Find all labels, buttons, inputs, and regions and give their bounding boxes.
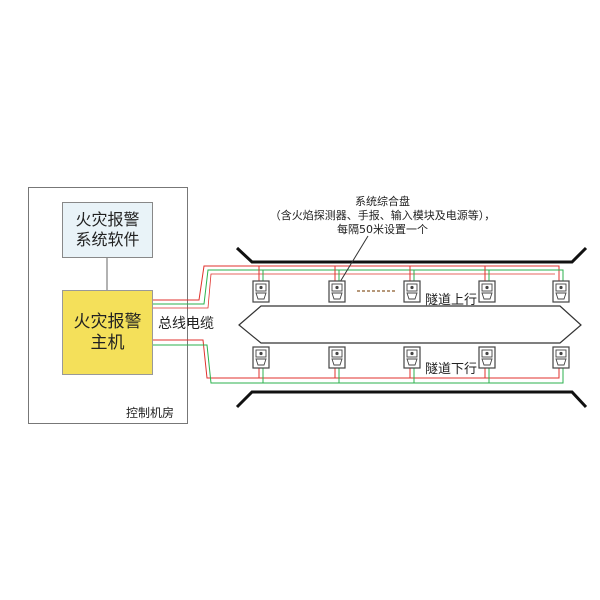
alarm-software-box: 火灾报警 系统软件	[62, 202, 153, 258]
upper-drops	[258, 266, 486, 281]
panel-device-icon	[403, 346, 421, 369]
panel-annotation-line2: （含火焰探测器、手报、输入模块及电源等），	[269, 209, 496, 222]
host-label-line2: 主机	[90, 332, 125, 353]
software-label-line2: 系统软件	[75, 230, 140, 249]
upper-red-wire	[153, 265, 560, 301]
panel-device-icon	[552, 280, 570, 303]
panel-device-icon	[478, 346, 496, 369]
tunnel-up-label: 隧道上行	[425, 293, 478, 308]
panel-device-icon	[403, 280, 421, 303]
tunnel-down-label: 隧道下行	[425, 362, 478, 377]
upper-green-wire	[153, 269, 564, 305]
tunnel-top-wall	[235, 246, 588, 264]
bus-cable-label: 总线电缆	[158, 316, 214, 332]
panel-device-icon	[552, 346, 570, 369]
panel-annotation-line1: 系统综合盘	[355, 195, 410, 208]
upper-device-row	[252, 280, 570, 303]
panel-device-icon	[252, 280, 270, 303]
panel-device-icon	[328, 346, 346, 369]
alarm-host-box: 火灾报警 主机	[62, 290, 153, 375]
upper-red-wire-2	[153, 273, 555, 309]
panel-device-icon	[252, 346, 270, 369]
panel-annotation-line3: 每隔50米设置一个	[337, 223, 428, 236]
lower-device-row	[252, 346, 570, 369]
panel-annotation: 系统综合盘 （含火焰探测器、手报、输入模块及电源等）， 每隔50米设置一个	[250, 195, 515, 237]
annotation-leader	[339, 235, 369, 283]
tunnel-divider	[238, 305, 582, 344]
lower-drops	[258, 368, 486, 378]
panel-device-icon	[478, 280, 496, 303]
control-room-label: 控制机房	[126, 406, 175, 420]
lower-green-wire	[153, 344, 564, 384]
panel-device-icon	[328, 280, 346, 303]
lower-red-wire	[153, 339, 560, 379]
host-label-line1: 火灾报警	[73, 311, 142, 332]
tunnel-bottom-wall	[235, 390, 588, 409]
software-label-line1: 火灾报警	[75, 210, 140, 229]
